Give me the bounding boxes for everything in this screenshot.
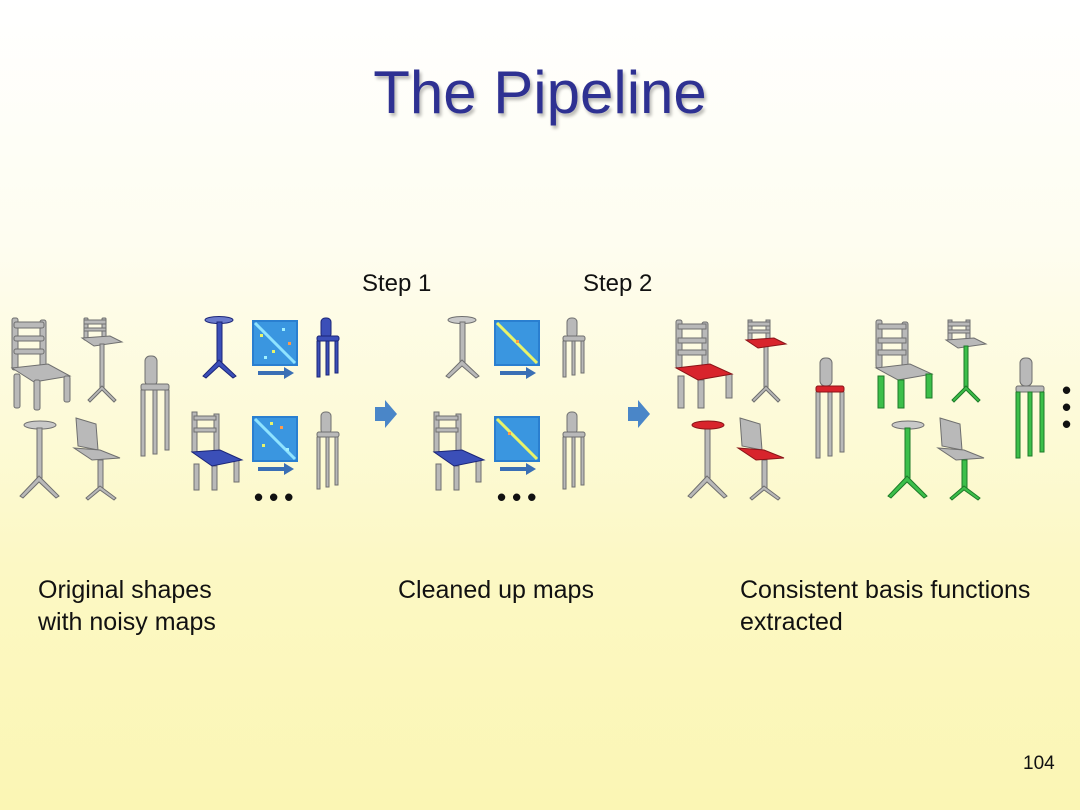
round-stool-green-shape — [887, 420, 928, 499]
swivel-chair-red-shape — [736, 417, 785, 501]
tall-stool-shape — [562, 411, 586, 490]
ellipsis-dots: ••• — [497, 482, 543, 512]
tall-stool-red-shape — [815, 357, 845, 459]
noisy-map-matrix — [252, 320, 298, 366]
stool-shape — [80, 317, 124, 403]
clean-map-matrix — [494, 320, 540, 366]
caption-basis-functions: Consistent basis functions extracted — [740, 576, 1031, 636]
map-arrow-icon — [258, 367, 294, 379]
step-1-label: Step 1 — [362, 270, 432, 297]
chair-red-seat-shape — [674, 319, 734, 409]
caption-cleaned-maps: Cleaned up maps — [398, 576, 594, 604]
tall-stool-shape — [316, 411, 340, 490]
slide-title: The Pipeline — [373, 59, 707, 126]
map-arrow-icon — [258, 463, 294, 475]
blue-tall-stool-shape — [316, 317, 340, 378]
noisy-map-matrix — [252, 416, 298, 462]
tall-stool-shape — [140, 355, 170, 457]
tall-stool-green-shape — [1015, 357, 1045, 459]
chair-green-legs-shape — [874, 319, 934, 409]
swivel-chair-green-shape — [936, 417, 985, 501]
step-2-label: Step 2 — [583, 270, 653, 297]
round-stool-red-shape — [687, 420, 728, 499]
clean-map-matrix — [494, 416, 540, 462]
round-stool-shape — [445, 316, 480, 379]
chair-shape — [10, 317, 72, 411]
chair-blue-seat-shape — [432, 411, 486, 491]
stool-green-legs-shape — [944, 319, 988, 403]
swivel-chair-shape — [72, 417, 121, 501]
blue-round-stool-shape — [202, 316, 237, 379]
vertical-ellipsis-dots: • • • — [1062, 375, 1072, 439]
ellipsis-dots: ••• — [254, 482, 300, 512]
stool-red-seat-shape — [744, 319, 788, 403]
step-1-arrow-icon — [375, 400, 397, 428]
step-2-arrow-icon — [628, 400, 650, 428]
tall-stool-shape — [562, 317, 586, 378]
caption-original-shapes: Original shapes with noisy maps — [38, 576, 216, 636]
map-arrow-icon — [500, 463, 536, 475]
round-stool-shape — [19, 420, 60, 499]
chair-blue-seat-shape — [190, 411, 244, 491]
page-number: 104 — [1023, 753, 1055, 774]
map-arrow-icon — [500, 367, 536, 379]
